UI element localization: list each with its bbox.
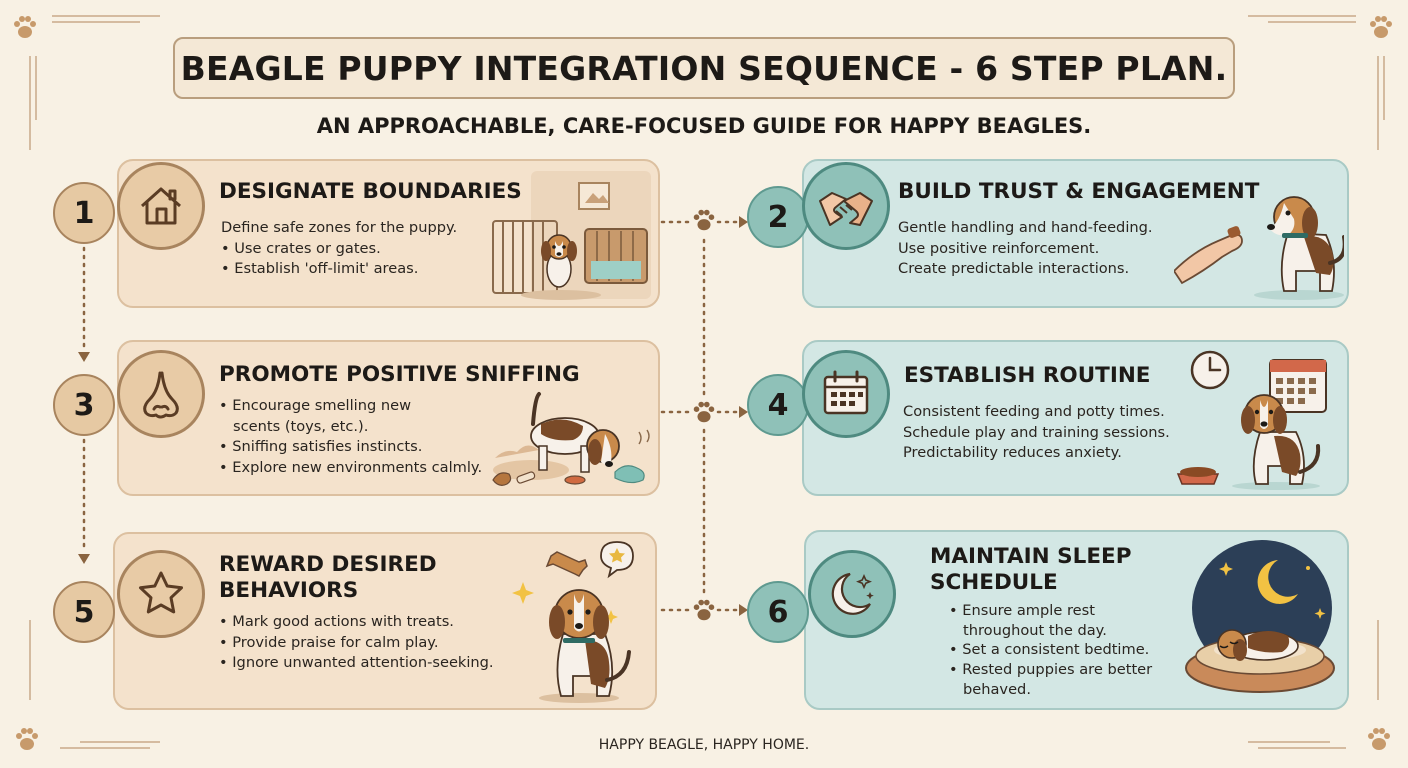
step-body-3: Encourage smelling new scents (toys, etc… — [219, 396, 482, 479]
step-title-2: BUILD TRUST & ENGAGEMENT — [898, 179, 1260, 204]
step-icon-2 — [802, 162, 890, 250]
footer-tagline: HAPPY BEAGLE, HAPPY HOME. — [598, 737, 810, 753]
page-subtitle: AN APPROACHABLE, CARE-FOCUSED GUIDE FOR … — [316, 114, 1092, 138]
step-number-2: 2 — [747, 186, 809, 248]
sniffing-puppy-illustration — [492, 392, 650, 486]
nose-icon — [143, 371, 179, 419]
hand-feeding-puppy-illustration — [1174, 196, 1344, 300]
step-line: Schedule play and training sessions. — [903, 423, 1170, 441]
paw-icon — [1368, 728, 1390, 750]
step-title-5: REWARD DESIRED BEHAVIORS — [219, 552, 437, 604]
step-body-1: Define safe zones for the puppy. Use cra… — [221, 218, 457, 280]
step-number-1: 1 — [53, 182, 115, 244]
step-title-line: SCHEDULE — [930, 569, 1058, 595]
star-icon — [139, 571, 183, 614]
step-bullet-continued: behaved. — [963, 680, 1031, 698]
step-line: Predictability reduces anxiety. — [903, 444, 1122, 462]
step-icon-4 — [802, 350, 890, 438]
step-title-4: ESTABLISH ROUTINE — [904, 363, 1151, 388]
step-body-5: Mark good actions with treats. Provide p… — [219, 612, 494, 674]
step-number-5: 5 — [53, 581, 115, 643]
moon-icon — [831, 572, 874, 615]
routine-puppy-illustration — [1176, 350, 1327, 490]
step-body-2: Gentle handling and hand-feeding. Use po… — [898, 218, 1153, 280]
step-line: Consistent feeding and potty times. — [903, 403, 1165, 420]
step-title-6: MAINTAIN SLEEP SCHEDULE — [930, 544, 1131, 596]
step-bullet: Mark good actions with treats. — [219, 612, 494, 633]
paw-connector-icon — [693, 599, 715, 621]
step-bullet: Sniffing satisfies instincts. — [219, 437, 482, 458]
reward-puppy-illustration — [512, 541, 634, 703]
step-body-4: Consistent feeding and potty times. Sche… — [903, 402, 1170, 464]
step-bullet: Provide praise for calm play. — [219, 633, 494, 654]
step-line: Define safe zones for the puppy. — [221, 219, 458, 236]
step-bullet: Explore new environments calmly. — [219, 458, 482, 479]
step-card-3 — [117, 340, 660, 496]
step-icon-3 — [117, 350, 205, 438]
paw-connector-icon — [693, 209, 715, 231]
step-title-1: DESIGNATE BOUNDARIES — [219, 179, 522, 204]
step-line: Use positive reinforcement. — [898, 239, 1100, 257]
title-banner: BEAGLE PUPPY INTEGRATION SEQUENCE - 6 ST… — [173, 37, 1235, 99]
step-card-1 — [117, 159, 660, 308]
step-title-line: MAINTAIN SLEEP — [930, 544, 1132, 569]
step-number-6: 6 — [747, 581, 809, 643]
paw-connector-icon — [693, 401, 715, 423]
step-bullet: Rested puppies are better — [949, 660, 1152, 680]
step-title-3: PROMOTE POSITIVE SNIFFING — [219, 362, 580, 387]
step-title-line: BEHAVIORS — [219, 577, 359, 603]
step-bullet: Encourage smelling new — [219, 396, 482, 417]
step-bullet: Set a consistent bedtime. — [949, 640, 1152, 660]
step-title-line: REWARD DESIRED — [219, 552, 437, 577]
step-number-3: 3 — [53, 374, 115, 436]
step-icon-1 — [117, 162, 205, 250]
step-bullet: Use crates or gates. — [221, 239, 457, 260]
step-icon-5 — [117, 550, 205, 638]
step-number-4: 4 — [747, 374, 809, 436]
page-title: BEAGLE PUPPY INTEGRATION SEQUENCE - 6 ST… — [180, 48, 1228, 88]
step-bullet-continued: scents (toys, etc.). — [233, 417, 369, 435]
step-bullet-continued: throughout the day. — [963, 621, 1107, 639]
house-icon — [140, 187, 182, 225]
step-bullet: Ignore unwanted attention-seeking. — [219, 653, 493, 674]
paw-icon — [1370, 16, 1392, 38]
step-line: Gentle handling and hand-feeding. — [898, 219, 1153, 236]
handshake-icon — [819, 192, 873, 226]
step-card-2 — [802, 159, 1349, 308]
step-bullet: Establish 'off-limit' areas. — [221, 259, 457, 280]
gate-crate-puppy-illustration — [492, 171, 651, 300]
step-line: Create predictable interactions. — [898, 260, 1130, 278]
calendar-icon — [823, 370, 869, 415]
step-body-6: Ensure ample rest throughout the day. Se… — [949, 601, 1152, 699]
paw-icon — [14, 16, 36, 38]
sleeping-puppy-illustration — [1185, 540, 1335, 693]
step-bullet: Ensure ample rest — [949, 601, 1152, 621]
step-icon-6 — [808, 550, 896, 638]
paw-icon — [16, 728, 38, 750]
step-card-4 — [802, 340, 1349, 496]
